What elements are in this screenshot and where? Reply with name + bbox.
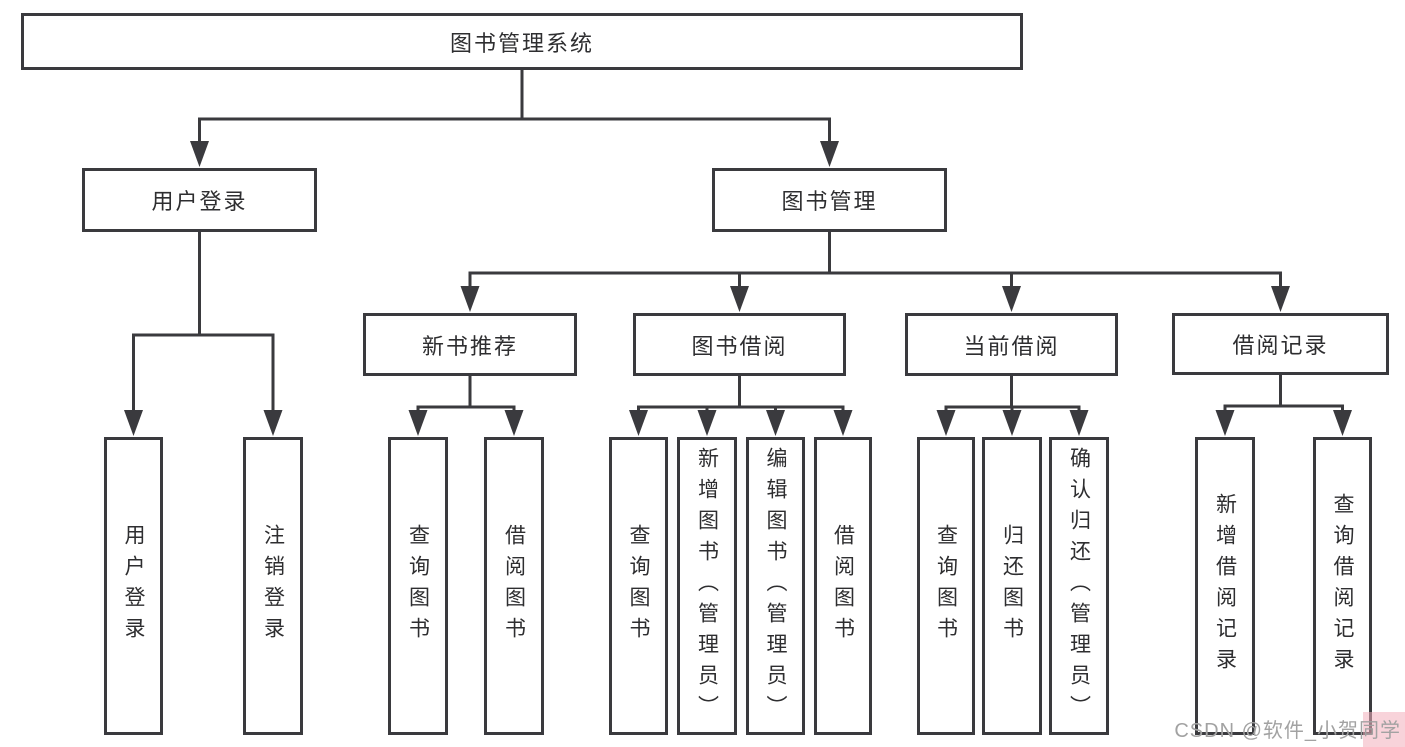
node-r2: 借阅图书 [484, 437, 544, 735]
watermark: CSDN @软件_小贺同学 [1174, 720, 1401, 742]
node-label: 当前借阅 [963, 333, 1060, 359]
node-b2: 新增图书（管理员） [677, 437, 737, 735]
node-label: 确认归还（管理员） [1067, 446, 1091, 726]
node-label: 编辑图书（管理员） [764, 446, 787, 726]
node-current: 当前借阅 [905, 313, 1118, 376]
node-login: 用户登录 [82, 168, 317, 232]
node-label: 新增借阅记录 [1213, 493, 1237, 679]
node-label: 图书管理系统 [449, 30, 594, 56]
node-borrow: 图书借阅 [633, 313, 846, 376]
node-label: 用户登录 [122, 524, 145, 648]
node-label: 借阅图书 [831, 524, 855, 648]
node-c3: 确认归还（管理员） [1049, 437, 1109, 735]
node-label: 图书借阅 [691, 333, 788, 359]
node-label: 新书推荐 [421, 333, 518, 359]
watermark-highlight [1363, 712, 1405, 747]
node-r1: 查询图书 [388, 437, 448, 735]
node-records: 借阅记录 [1172, 313, 1389, 375]
node-mgmt: 图书管理 [712, 168, 947, 232]
node-rc1: 新增借阅记录 [1195, 437, 1255, 735]
node-b4: 借阅图书 [814, 437, 872, 735]
node-label: 查询图书 [934, 524, 958, 648]
node-label: 用户登录 [151, 189, 248, 214]
node-recommend: 新书推荐 [363, 313, 577, 376]
node-u1: 用户登录 [104, 437, 163, 735]
node-rc2: 查询借阅记录 [1313, 437, 1372, 735]
node-label: 图书管理 [781, 189, 878, 214]
node-label: 新增图书（管理员） [695, 446, 719, 726]
node-label: 查询图书 [627, 524, 650, 648]
node-label: 归还图书 [1000, 524, 1024, 648]
node-label: 查询图书 [406, 524, 430, 648]
node-label: 查询借阅记录 [1331, 493, 1354, 679]
node-b3: 编辑图书（管理员） [746, 437, 805, 735]
node-b1: 查询图书 [609, 437, 668, 735]
node-root: 图书管理系统 [21, 13, 1023, 70]
node-label: 注销登录 [261, 524, 285, 648]
node-c1: 查询图书 [917, 437, 975, 735]
node-c2: 归还图书 [982, 437, 1042, 735]
node-label: 借阅图书 [502, 524, 526, 648]
node-u2: 注销登录 [243, 437, 303, 735]
node-label: 借阅记录 [1232, 333, 1329, 358]
